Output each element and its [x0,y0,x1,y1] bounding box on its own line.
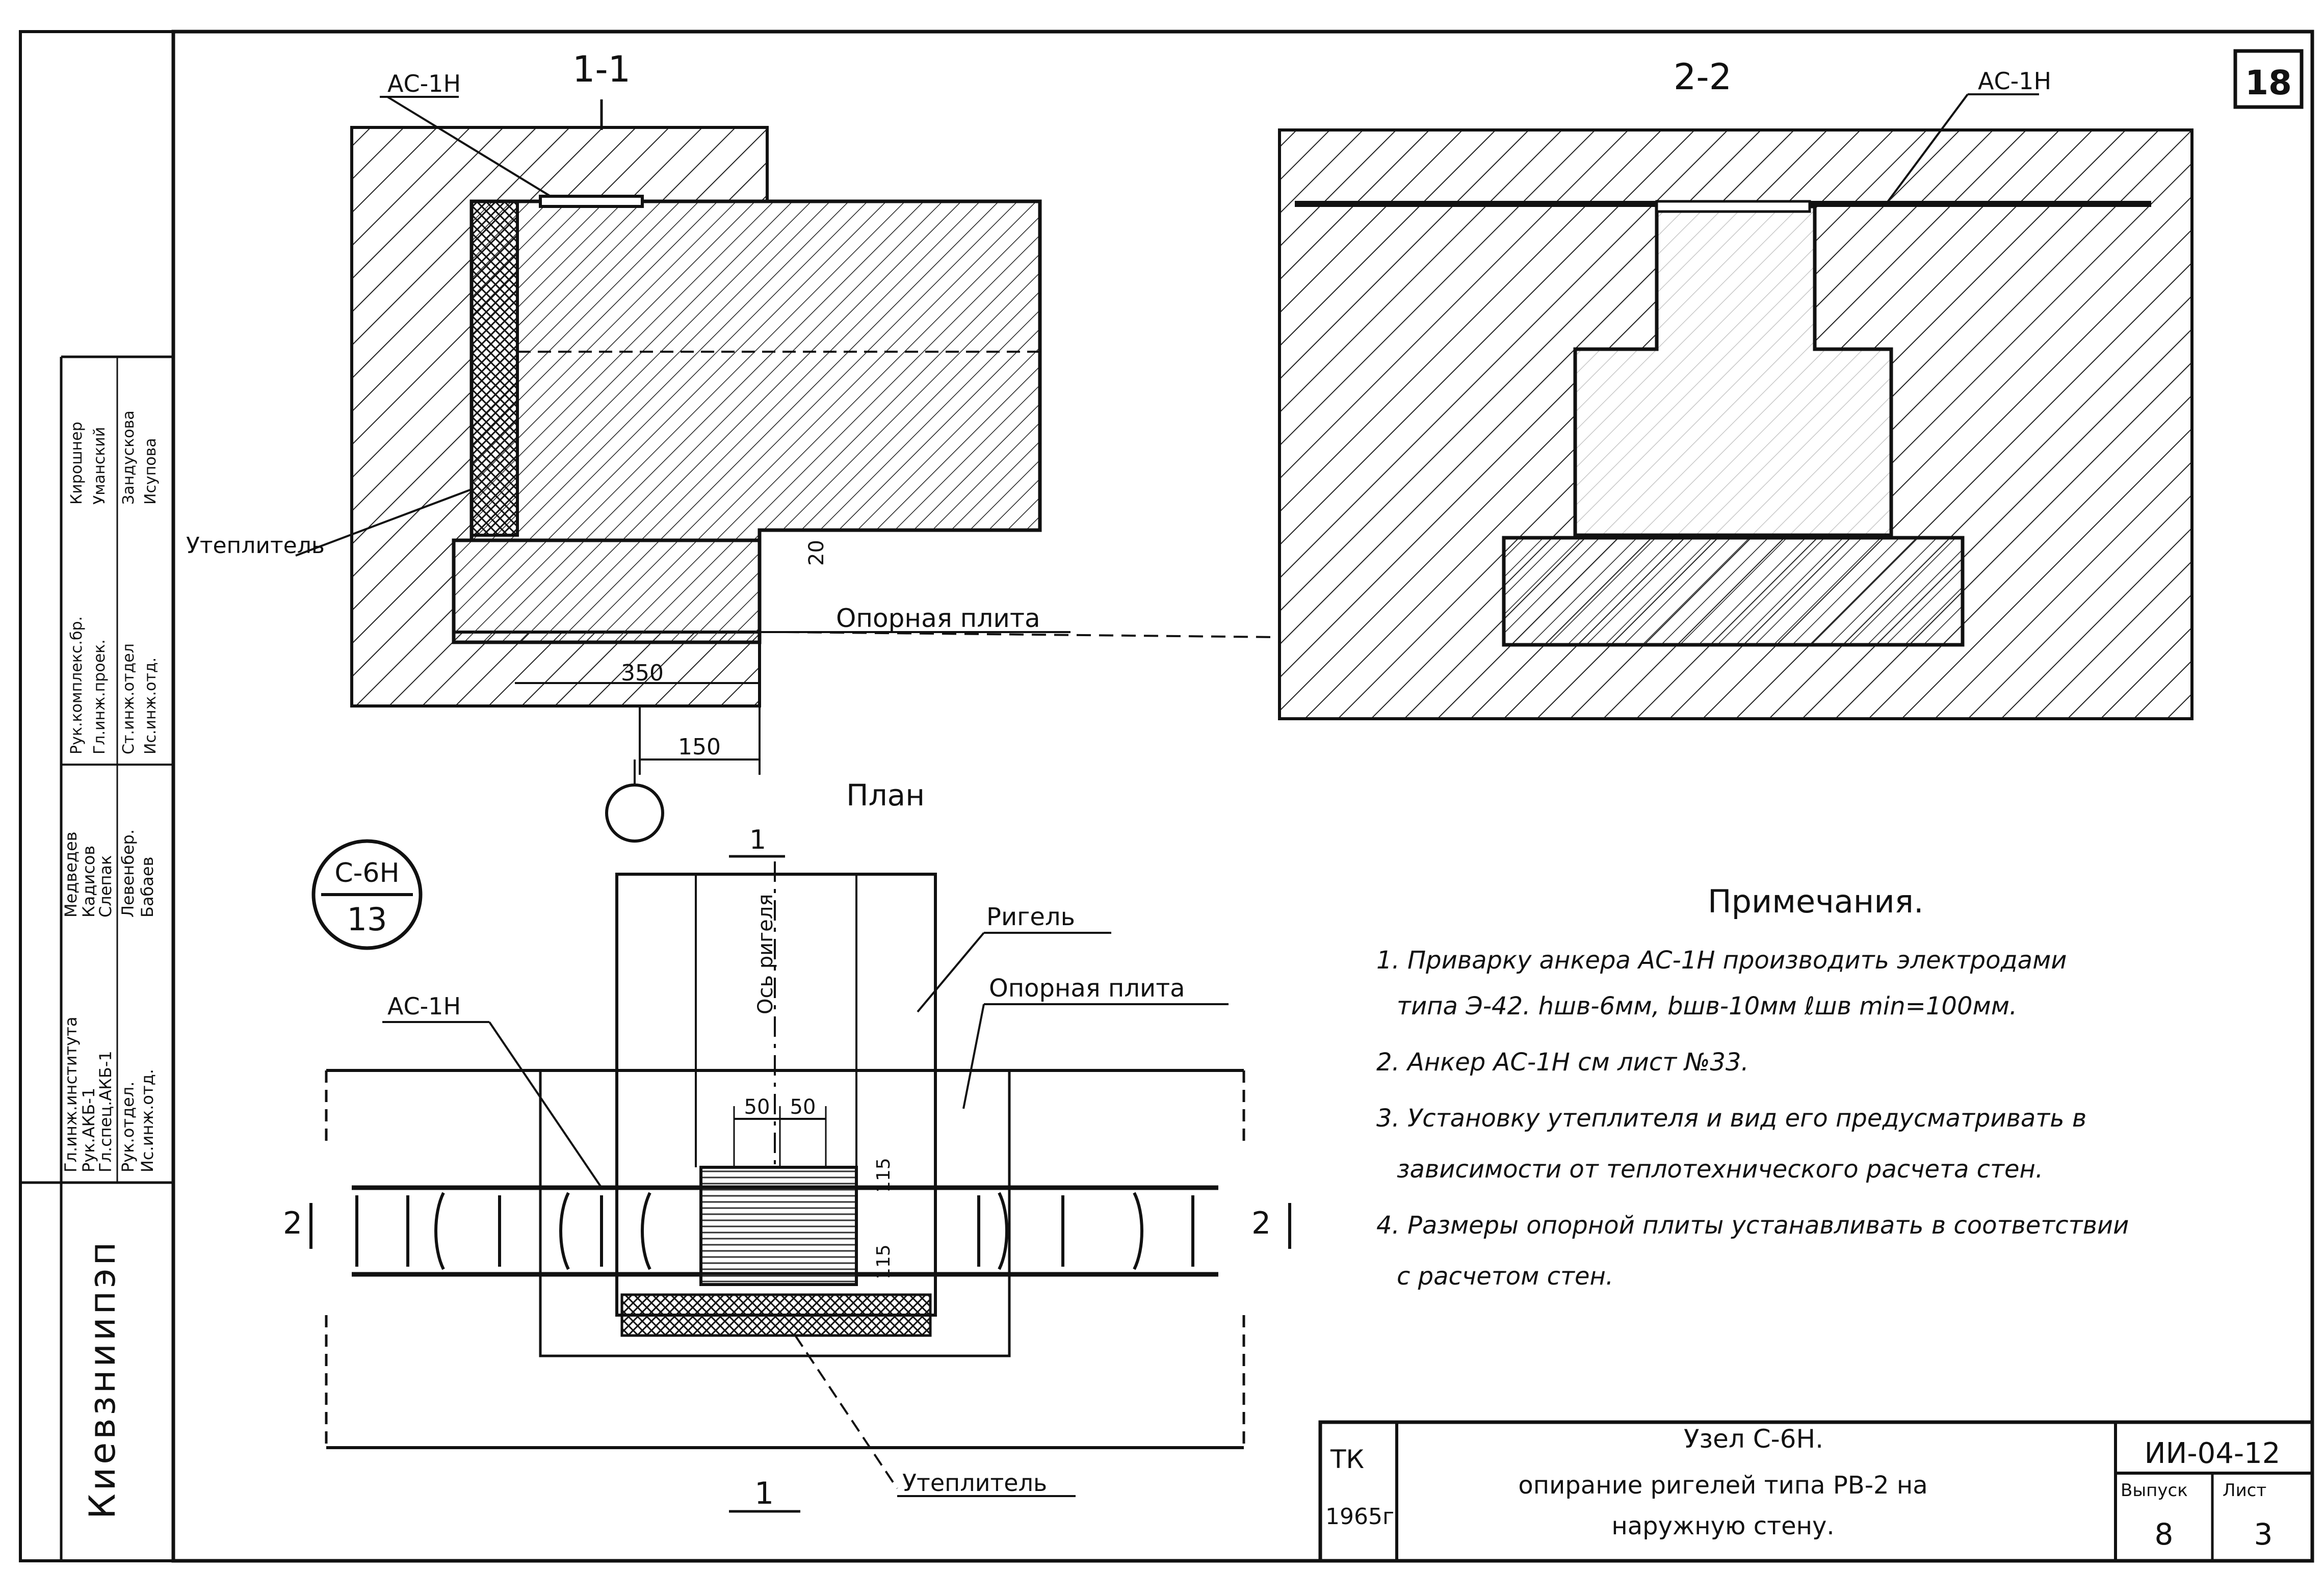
plan-view: План С-6Н 13 Ось ригеля 1 [283,778,1291,1513]
rebar-links [355,1192,1194,1270]
anchor-plate [699,1166,858,1286]
section-title: 2-2 [1674,56,1732,98]
note-line: 2. Анкер АС-1Н см лист №33. [1376,1048,1749,1077]
organization-name: Киевзниипэп [82,1239,123,1519]
girder-label: Ригель [986,903,1075,931]
section-1-1: 1-1 АС-1Н Утеплитель Опорная плита 350 2… [186,48,1280,843]
support-plate [1502,536,1965,647]
note-line: с расчетом стен. [1397,1262,1613,1291]
stamp-role: Рук.АКБ-1 [79,1088,98,1172]
axis-marker [605,783,664,843]
insulation-strip [470,200,519,537]
girder-concrete [469,199,1042,542]
support-plate [539,1069,1011,1357]
stamp-role: Ис.инж.отд. [138,1069,157,1172]
note-line: 4. Размеры опорной плиты устанавливать в… [1376,1211,2129,1240]
dim-350: 350 [621,660,664,686]
issue-value: 8 [2155,1517,2174,1552]
title-line: наружную стену. [1611,1512,1834,1540]
issue-label: Выпуск [2121,1480,2188,1501]
node-marker [311,839,423,950]
anchor-label: АС-1Н [387,70,461,97]
node-mark: С-6Н [334,858,399,888]
anchor-plate [539,195,644,208]
note-line: типа Э-42. hшв-6мм, bшв-10мм ℓшв min=100… [1397,992,2017,1020]
stamp-role: Ст.инж.отдел [120,643,138,754]
title-line: Узел С-6Н. [1684,1424,1823,1454]
cut-1-top: 1 [749,825,766,855]
anchor-label: АС-1Н [1978,67,2051,95]
stamp-name: Слепак [96,855,115,918]
plate-label: Опорная плита [836,604,1040,633]
sheet-value: 3 [2254,1517,2273,1552]
title-line: опирание ригелей типа РВ-2 на [1518,1471,1927,1500]
anchor-plate [1655,200,1811,213]
stamp-role: Гл.инж.проек. [91,639,109,754]
stamp-name: Исупова [142,438,160,505]
stamp-role: Ис.инж.отд. [142,658,160,754]
stamp-name: Уманский [91,427,109,505]
stamp-right-column: Рук.комплекс.бр. Гл.инж.проек. Ст.инж.от… [68,410,160,754]
stamp-role: Рук.отдел. [118,1082,138,1172]
axis-label: Ось ригеля [754,894,777,1014]
plan-title: План [846,778,925,813]
title-block: ТК 1965г Узел С-6Н. опирание ригелей тип… [1318,1420,2314,1563]
stamp-name: Левенбер. [118,829,138,918]
notes: Примечания. 1. Приварку анкера АС-1Н про… [1376,883,2129,1291]
insulation-strip [620,1293,932,1337]
section-title: 1-1 [572,48,631,90]
node-sheet: 13 [347,901,387,938]
stamp-role: Гл.инж.института [61,1017,81,1172]
support-plate [452,538,762,644]
dim-50: 50 [744,1095,770,1119]
stamp-name: Кадисов [79,846,98,918]
title-tk: ТК [1330,1445,1364,1474]
cut-1-bottom: 1 [754,1476,774,1511]
insulation-label: Утеплитель [186,533,325,559]
stamp-name: Зандускова [120,410,138,505]
stamp-role: Гл.спец.АКБ-1 [96,1051,115,1172]
dim-150: 150 [678,734,721,760]
note-line: 3. Установку утеплителя и вид его предус… [1376,1104,2086,1133]
stamp-name: Медведев [61,831,81,918]
page-number: 18 [2245,63,2292,102]
stamp-left-column: Гл.инж.института Рук.АКБ-1 Гл.спец.АКБ-1… [61,829,157,1172]
section-2-2: 2-2 АС-1Н [1278,56,2194,720]
dim-50: 50 [790,1095,816,1119]
title-year: 1965г [1325,1504,1394,1530]
stamp-name: Бабаев [138,857,157,918]
cut-2-left: 2 [283,1206,302,1241]
sheet-label: Лист [2223,1480,2266,1501]
anchor-label: АС-1Н [387,992,461,1020]
dim-20: 20 [805,540,828,566]
sheet-code: ИИ-04-12 [2145,1437,2281,1470]
page-number-box [2233,49,2304,109]
notes-title: Примечания. [1708,883,1924,920]
left-margin-strip [19,30,175,1562]
stamp-role: Рук.комплекс.бр. [68,616,86,754]
note-line: зависимости от теплотехнического расчета… [1397,1155,2043,1184]
cut-2-right: 2 [1251,1206,1271,1241]
note-line: 1. Приварку анкера АС-1Н производить эле… [1376,946,2067,975]
insulation-label: Утеплитель [902,1469,1047,1497]
dim-115: 115 [873,1158,894,1193]
dim-115: 115 [873,1244,894,1279]
stamp-name: Кирошнер [68,422,86,505]
plate-label: Опорная плита [989,974,1185,1003]
